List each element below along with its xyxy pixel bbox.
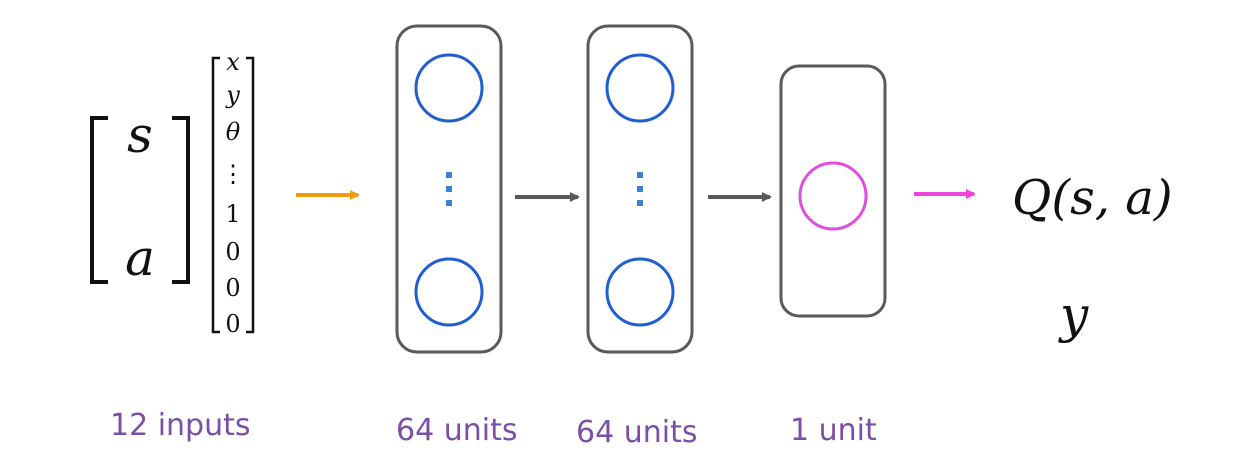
feature-one: 1 <box>225 200 240 228</box>
caption-hidden-2: 64 units <box>576 415 698 450</box>
hidden-layer-2-ellipsis-icon <box>637 172 643 206</box>
output-layer <box>779 64 887 318</box>
hidden-layer-2-neuron-top <box>605 53 675 123</box>
feature-zero-3: 0 <box>225 310 240 338</box>
target-y-label: y <box>1058 286 1089 344</box>
feature-ellipsis: ⋮ <box>221 160 245 188</box>
hidden-layer-1 <box>395 24 503 354</box>
feature-zero-1: 0 <box>225 238 240 266</box>
symbol-s: s <box>127 106 153 164</box>
feature-zero-2: 0 <box>225 274 240 302</box>
hidden-layer-1-neuron-bottom <box>414 257 484 327</box>
caption-inputs: 12 inputs <box>110 408 251 443</box>
hidden-layer-1-neuron-top <box>414 53 484 123</box>
hidden-layer-2-box <box>586 24 694 354</box>
output-neuron <box>798 161 868 231</box>
symbol-a: a <box>125 229 155 287</box>
feature-y: y <box>225 81 240 109</box>
caption-output: 1 unit <box>790 413 877 448</box>
output-layer-box <box>779 64 887 318</box>
caption-hidden-1: 64 units <box>396 413 518 448</box>
feature-x: x <box>226 48 240 76</box>
hidden-layer-2 <box>586 24 694 354</box>
feature-theta: θ <box>226 118 241 146</box>
right-bracket <box>172 116 190 284</box>
left-bracket <box>90 116 108 284</box>
hidden-layer-1-ellipsis-icon <box>446 172 452 206</box>
state-action-vector: s a <box>90 106 190 287</box>
feature-right-bracket <box>246 56 255 334</box>
q-value-label: Q(s, a) <box>1012 170 1173 226</box>
hidden-layer-2-neuron-bottom <box>605 257 675 327</box>
hidden-layer-1-box <box>395 24 503 354</box>
feature-vector: x y θ ⋮ 1 0 0 0 <box>211 48 255 338</box>
feature-left-bracket <box>211 56 220 334</box>
